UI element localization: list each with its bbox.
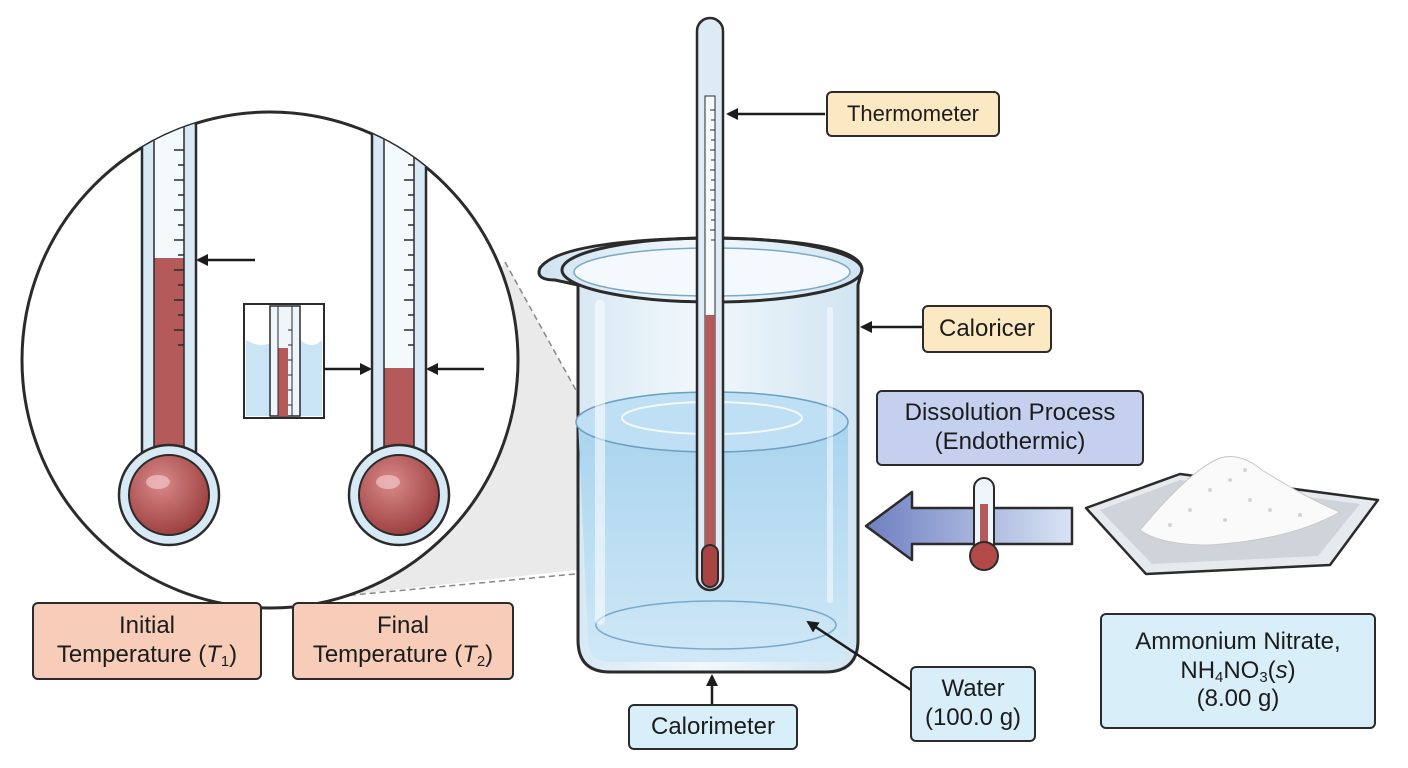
- initial-line2: Temperature (T1): [56, 641, 238, 671]
- thermometer-label: Thermometer: [826, 91, 1000, 137]
- initial-temperature-label: Initial Temperature (T1): [32, 602, 262, 680]
- dissolution-line1: Dissolution Process: [904, 399, 1116, 427]
- calorimeter-label: Calorimeter: [628, 704, 798, 750]
- ammonium-nitrate-label: Ammonium Nitrate, NH4NO3(s) (8.00 g): [1100, 613, 1376, 729]
- detail-inset-icon: [243, 303, 325, 419]
- initial-line1: Initial: [118, 612, 176, 640]
- final-thermometer-icon: [347, 112, 451, 547]
- final-temperature-label: Final Temperature (T2): [292, 602, 514, 680]
- caloricer-label-text: Caloricer: [938, 314, 1036, 342]
- caloricer-label: Caloricer: [922, 305, 1052, 353]
- ammonium-line3: (8.00 g): [1196, 685, 1280, 713]
- final-line1: Final: [376, 612, 430, 640]
- final-line2: Temperature (T2): [312, 641, 494, 671]
- dissolution-process-label: Dissolution Process (Endothermic): [876, 390, 1144, 466]
- thermometer-icon: [695, 16, 725, 592]
- water-pointer-arrow: [806, 620, 912, 692]
- water-label: Water (100.0 g): [910, 666, 1036, 742]
- ammonium-formula: NH4NO3(s): [1180, 656, 1296, 686]
- ammonium-line1: Ammonium Nitrate,: [1135, 627, 1341, 655]
- heat-flow-arrow-icon: [864, 477, 1074, 571]
- water-line2: (100.0 g): [924, 704, 1022, 731]
- dissolution-line2: (Endothermic): [934, 428, 1086, 455]
- initial-thermometer-icon: [117, 112, 221, 547]
- water-line1: Water: [941, 675, 1005, 703]
- thermometer-label-text: Thermometer: [846, 100, 980, 126]
- calorimeter-label-text: Calorimeter: [650, 712, 776, 740]
- zoom-circle: [20, 110, 520, 610]
- powder-dish-icon: [1084, 456, 1380, 576]
